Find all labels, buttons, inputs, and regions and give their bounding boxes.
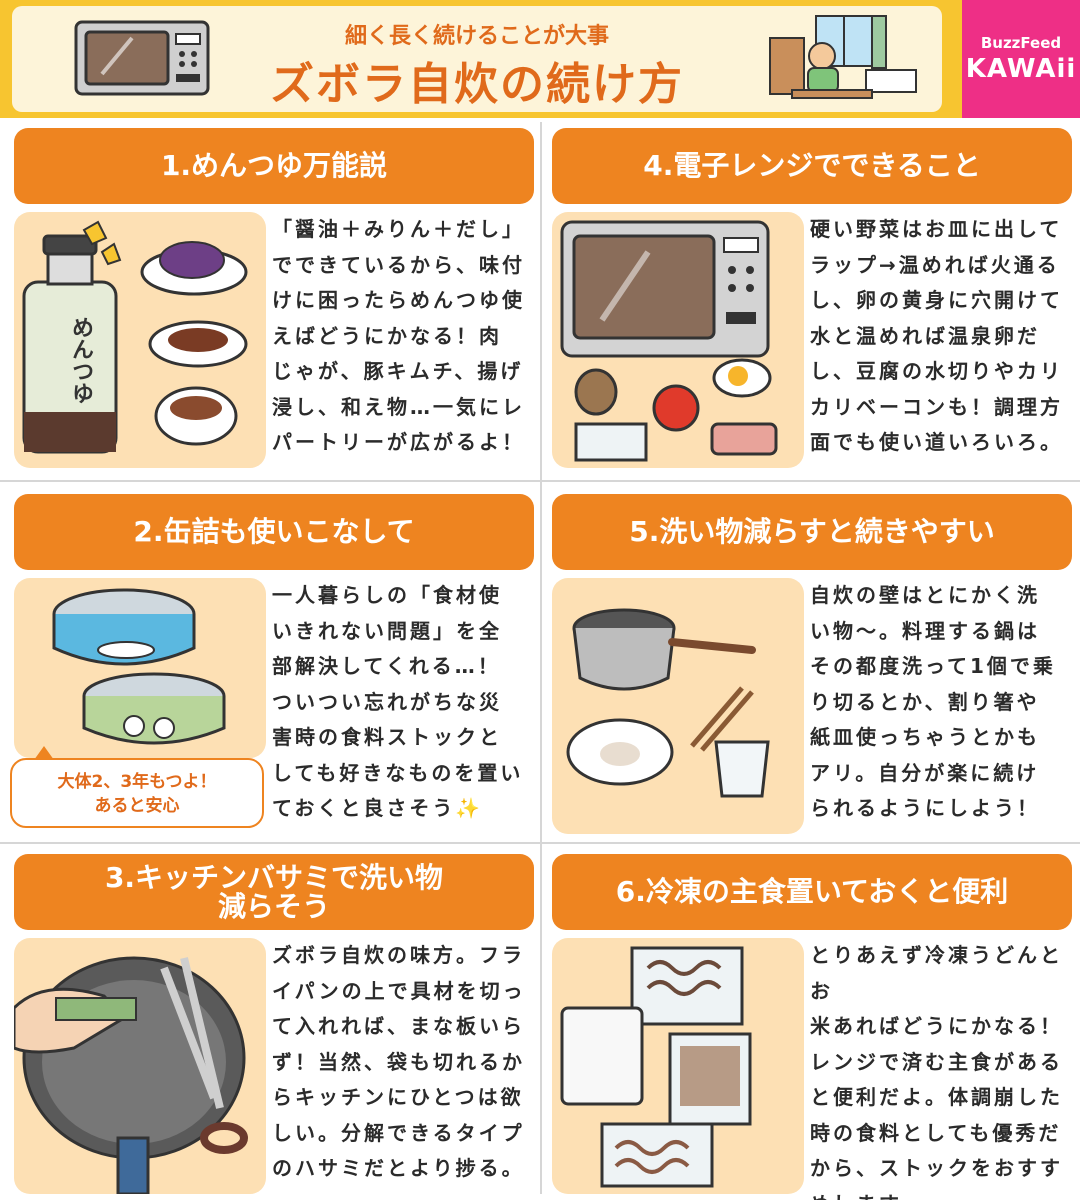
header-subtitle: 細く長く続けることが大事 — [344, 24, 609, 49]
body-line: イパンの上で具材を切っ — [272, 978, 526, 1003]
body-line: ズボラ自炊の味方。フラ — [272, 943, 525, 967]
bottle-label: めんつゆ — [68, 316, 93, 404]
cans-illustration — [14, 578, 266, 758]
body-line: 部解決してくれる…！ — [272, 654, 501, 678]
section-less-dishes: 5.洗い物減らすと続きやすい 自炊の壁はとにかく洗 い物〜。料理する鍋は その都… — [548, 488, 1074, 840]
section-body: とりあえず冷凍うどんとお 米あればどうにかなる！ レンジで済む主食がある と便利… — [810, 938, 1074, 1200]
body-line: て入れれば、まな板いら — [272, 1014, 525, 1038]
bubble-line: 大体2、3年もつよ！ — [57, 772, 217, 792]
section-title: 6.冷凍の主食置いておくと便利 — [552, 854, 1072, 930]
dishes-illustration — [552, 578, 804, 834]
brand-name-top: BuzzFeed — [980, 34, 1062, 52]
section-title: 1.めんつゆ万能説 — [14, 128, 534, 204]
body-line: 自炊の壁はとにかく洗 — [810, 583, 1040, 607]
body-line: い物〜。料理する鍋は — [810, 618, 1040, 643]
section-title-line: 3.キッチンバサミで洗い物 — [104, 860, 444, 894]
brand-name-bottom: KAWAii — [965, 54, 1077, 84]
section-title: 5.洗い物減らすと続きやすい — [552, 494, 1072, 570]
body-line: 紙皿使っちゃうとかも — [810, 725, 1040, 749]
body-line: のハサミだとより捗る。 — [272, 1156, 525, 1180]
body-line: けに困ったらめんつゆ使 — [272, 288, 525, 312]
header-banner: 細く長く続けることが大事 ズボラ自炊の続け方 BuzzFeed KAWAii — [0, 0, 1080, 118]
body-line: られるようにしよう！ — [810, 796, 1040, 820]
body-line: らキッチンにひとつは欲 — [272, 1085, 524, 1109]
section-microwave: 4.電子レンジでできること 硬い野菜はお皿に出して ラップ→温めれば火通る し、… — [548, 122, 1074, 474]
section-body: ズボラ自炊の味方。フラ イパンの上で具材を切っ て入れれば、まな板いら ず！当然… — [272, 938, 536, 1187]
section-body: 自炊の壁はとにかく洗 い物〜。料理する鍋は その都度洗って1個で乗 り切るとか、… — [810, 578, 1074, 827]
bubble-line: あると安心 — [94, 796, 180, 816]
body-line: と便利だよ。体調崩した — [810, 1085, 1063, 1109]
section-body: 「醤油＋みりん＋だし」 でできているから、味付 けに困ったらめんつゆ使 えばどう… — [272, 212, 536, 461]
row-divider-1 — [0, 480, 1080, 482]
body-line: 面でも使い道いろいろ。 — [810, 430, 1063, 454]
body-line: 水と温めれば温泉卵だ — [810, 323, 1040, 348]
body-line: しい。分解できるタイプ — [272, 1120, 525, 1145]
body-line: その都度洗って1個で乗 — [810, 654, 1056, 678]
section-body: 硬い野菜はお皿に出して ラップ→温めれば火通る し、卵の黄身に穴開けて 水と温め… — [810, 212, 1074, 461]
body-line: し、卵の黄身に穴開けて — [810, 288, 1063, 312]
frozen-food-illustration — [552, 938, 804, 1194]
section-title: 4.電子レンジでできること — [552, 128, 1072, 204]
body-line: じゃが、豚キムチ、揚げ — [272, 359, 524, 383]
body-line: 米あればどうにかなる！ — [810, 1014, 1063, 1038]
section-canned-food: 2.缶詰も使いこなして 大体2、3年もつよ！ あると安心 一人暮らしの「食材使 … — [10, 488, 536, 840]
section-title: 3.キッチンバサミで洗い物 減らそう — [14, 854, 534, 930]
body-line: めします…。 — [810, 1187, 1074, 1200]
column-divider — [540, 122, 542, 1194]
room-scene-icon — [769, 15, 917, 99]
body-line: でできているから、味付 — [272, 252, 525, 277]
page-title: ズボラ自炊の続け方 — [270, 59, 684, 110]
section-title: 2.缶詰も使いこなして — [14, 494, 534, 570]
body-line: 時の食料としても優秀だ — [810, 1120, 1062, 1145]
body-line: 害時の食料ストックと — [272, 725, 502, 749]
body-line: 浸し、和え物…一気にレ — [272, 394, 525, 419]
section-body: 一人暮らしの「食材使 いきれない問題」を全 部解決してくれる…！ ついつい忘れが… — [272, 578, 536, 827]
section-frozen-staples: 6.冷凍の主食置いておくと便利 とりあえず冷凍うどんとお 米あればどうにかなる！… — [548, 848, 1074, 1200]
body-line: 硬い野菜はお皿に出して — [810, 217, 1063, 241]
body-line: とりあえず冷凍うどんとお — [810, 943, 1063, 1003]
mentsuyu-illustration: めんつゆ — [14, 212, 266, 468]
microwave-icon — [74, 20, 210, 96]
body-line: ついつい忘れがちな災 — [272, 689, 502, 714]
body-line: ず！当然、袋も切れるか — [272, 1049, 525, 1074]
section-kitchen-scissors: 3.キッチンバサミで洗い物 減らそう ズボラ自炊の味方。フラ イパンの上で具材を… — [10, 848, 536, 1200]
microwave-illustration — [552, 212, 804, 468]
tip-bubble: 大体2、3年もつよ！ あると安心 — [10, 746, 264, 828]
body-line: 「醤油＋みりん＋だし」 — [272, 217, 525, 241]
body-line: パートリーが広がるよ！ — [272, 430, 525, 454]
body-line: しても好きなものを置い — [272, 760, 524, 785]
section-title-line: 減らそう — [217, 890, 330, 923]
body-line: り切るとか、割り箸や — [810, 689, 1040, 714]
body-line: ておくと良さそう✨ — [272, 796, 484, 820]
body-line: ラップ→温めれば火通る — [810, 252, 1060, 277]
body-line: えばどうにかなる！肉 — [272, 323, 502, 348]
body-line: から、ストックをおすす — [810, 1156, 1063, 1180]
body-line: し、豆腐の水切りやカリ — [810, 359, 1063, 383]
header-panel: 細く長く続けることが大事 ズボラ自炊の続け方 — [12, 6, 942, 112]
brand-logo: BuzzFeed KAWAii — [962, 0, 1080, 118]
scissors-illustration — [14, 938, 266, 1194]
body-line: いきれない問題」を全 — [272, 618, 502, 643]
body-line: カリベーコンも！調理方 — [810, 394, 1063, 419]
section-mentsuyu: 1.めんつゆ万能説 めんつゆ 「醤油＋みりん＋だし」 でできているから、味付 け… — [10, 122, 536, 474]
row-divider-2 — [0, 842, 1080, 844]
body-line: 一人暮らしの「食材使 — [272, 583, 502, 607]
body-line: アリ。自分が楽に続け — [810, 760, 1040, 785]
body-line: レンジで済む主食がある — [810, 1049, 1063, 1074]
